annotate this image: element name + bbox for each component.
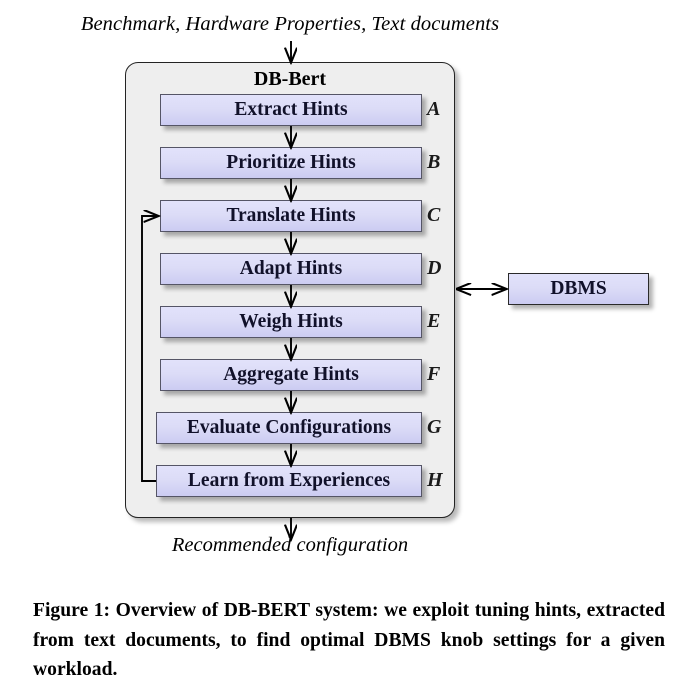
panel-title: DB-Bert: [253, 68, 327, 90]
figure-caption: Figure 1: Overview of DB-BERT system: we…: [33, 600, 665, 680]
step-box-weigh-hints[interactable]: Weigh Hints: [160, 306, 422, 338]
step-letter-h: H: [427, 469, 443, 491]
step-letter-b: B: [427, 151, 441, 173]
step-letter-c: C: [427, 204, 441, 226]
step-letter-e: E: [427, 310, 441, 332]
step-box-translate-hints[interactable]: Translate Hints: [160, 200, 422, 232]
step-letter-d: D: [427, 257, 442, 279]
step-box-aggregate-hints[interactable]: Aggregate Hints: [160, 359, 422, 391]
db-bert-container: [125, 62, 455, 518]
step-box-extract-hints[interactable]: Extract Hints: [160, 94, 422, 126]
step-box-prioritize-hints[interactable]: Prioritize Hints: [160, 147, 422, 179]
step-box-learn-from-experiences[interactable]: Learn from Experiences: [156, 465, 422, 497]
step-box-adapt-hints[interactable]: Adapt Hints: [160, 253, 422, 285]
input-label: Benchmark, Hardware Properties, Text doc…: [80, 13, 500, 35]
step-letter-g: G: [427, 416, 442, 438]
figure-diagram: Benchmark, Hardware Properties, Text doc…: [80, 13, 649, 556]
step-letter-a: A: [427, 98, 441, 120]
step-letter-f: F: [427, 363, 441, 385]
step-box-evaluate-configurations[interactable]: Evaluate Configurations: [156, 412, 422, 444]
dbms-box[interactable]: DBMS: [508, 273, 649, 305]
output-label: Recommended configuration: [171, 534, 409, 556]
